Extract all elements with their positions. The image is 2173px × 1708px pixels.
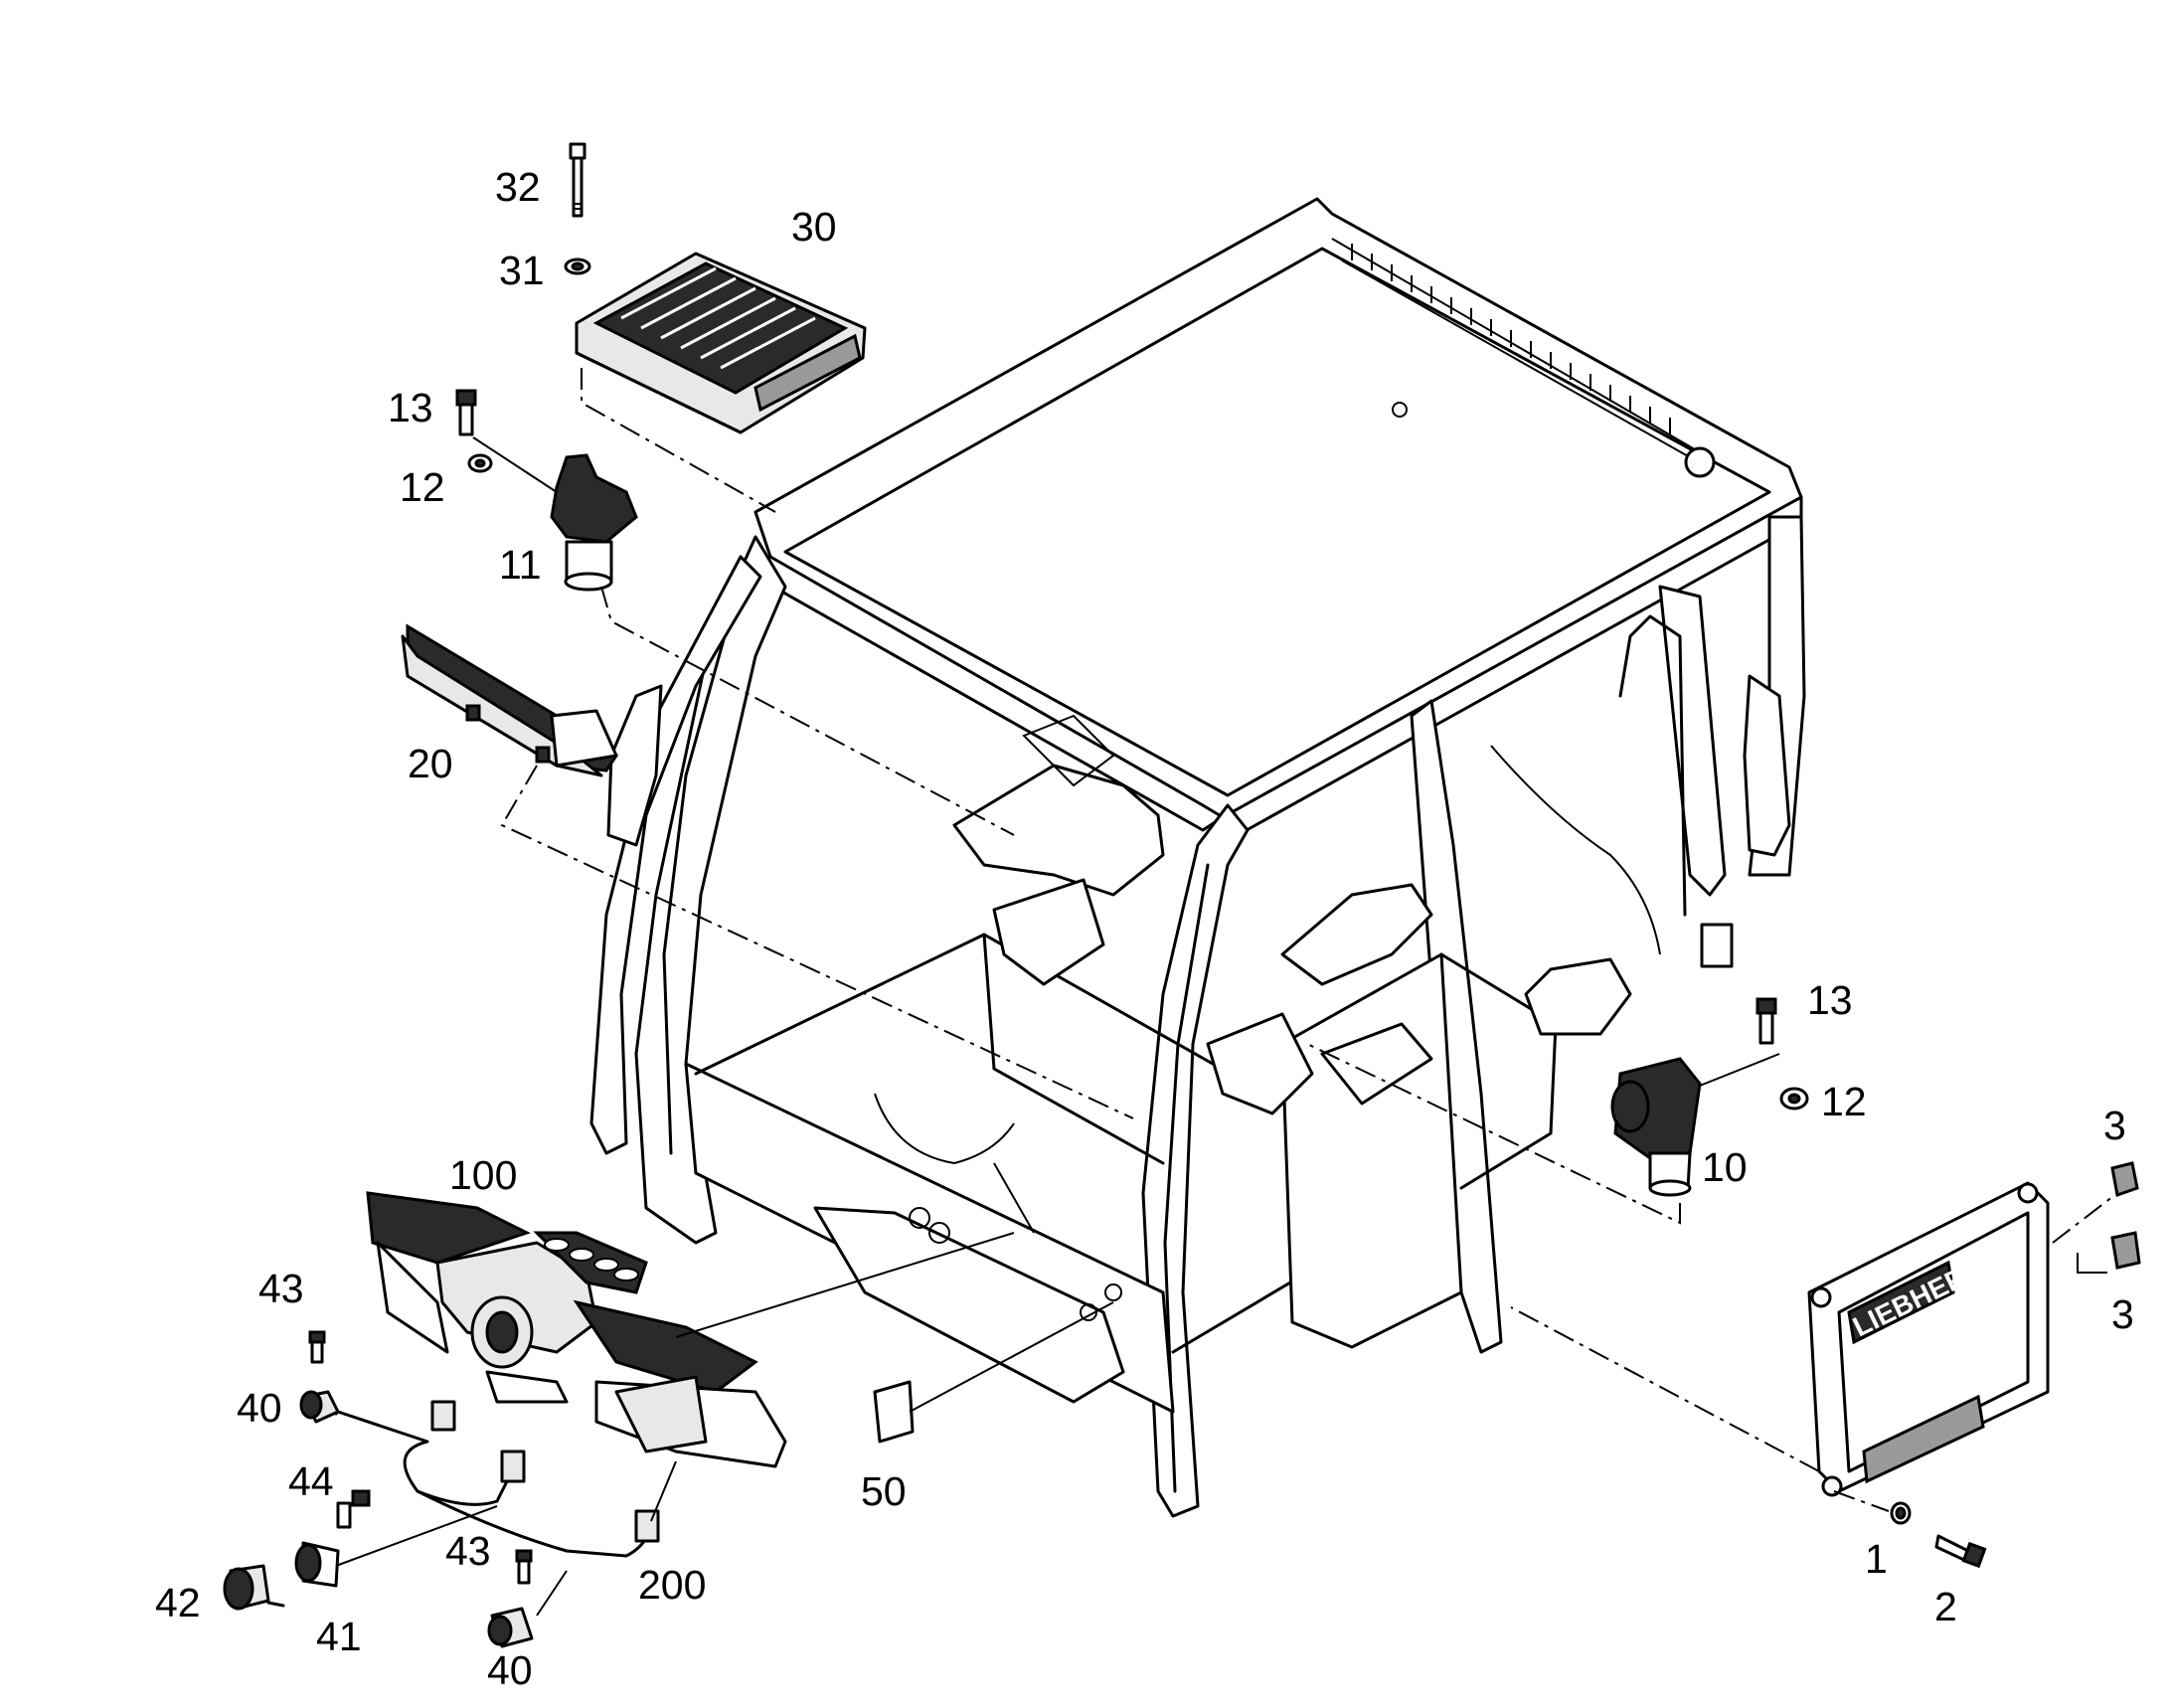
callout-13-right: 13 [1807,977,1853,1023]
part-31-washer [564,257,591,275]
part-3-plug-lower [2110,1231,2141,1270]
part-12-washer-right [1779,1087,1809,1110]
callout-3-upper: 3 [2103,1103,2126,1148]
part-12-washer-upper [467,453,493,473]
callout-13-upper: 13 [388,385,433,430]
callout-11: 11 [499,542,542,588]
part-32-bolt [569,142,586,218]
callout-1: 1 [1865,1536,1888,1582]
callout-3-lower: 3 [2111,1291,2134,1337]
callout-12-upper: 12 [400,464,445,510]
callout-40-upper: 40 [237,1385,282,1431]
part-100-pedal-assembly [366,1191,787,1468]
callout-43-upper: 43 [258,1266,304,1311]
part-200-wiring-harness [336,1400,677,1558]
callout-44: 44 [288,1458,334,1504]
part-30-control-unit [575,252,867,434]
part-1-washer [1890,1501,1912,1525]
callout-41: 41 [316,1614,362,1659]
callout-32: 32 [495,164,541,210]
part-3-plug-upper [2110,1161,2139,1197]
callout-31: 31 [499,248,545,293]
cab-frame [589,197,1806,1518]
part-40-connector-lower [487,1607,534,1648]
part-40-connector-upper [299,1390,340,1424]
callout-42: 42 [155,1580,201,1625]
callout-43-lower: 43 [445,1528,491,1574]
part-41-housing [294,1541,340,1588]
callout-100: 100 [449,1152,518,1198]
part-50-decal [873,1380,915,1444]
part-20-display-panel [401,623,619,777]
part-42-grommet [223,1564,285,1611]
callout-2: 2 [1934,1584,1957,1629]
part-43-screw-lower [515,1549,533,1585]
part-13-screw-upper [455,389,477,436]
part-44-screw [336,1489,371,1529]
part-43-screw-upper [308,1330,326,1364]
callout-200: 200 [638,1562,707,1608]
callout-50: 50 [861,1468,907,1514]
callout-20: 20 [408,741,453,786]
part-2-screw [1934,1534,1987,1569]
callout-30: 30 [791,204,837,250]
part-10-joystick-right [1610,1057,1702,1197]
part-controller-module: LIEBHERR [1807,1181,2050,1497]
callout-40-lower: 40 [487,1647,533,1693]
part-13-screw-right [1755,997,1777,1045]
callout-10: 10 [1702,1144,1748,1190]
part-11-joystick-left [550,453,638,592]
callout-12-right: 12 [1821,1079,1867,1124]
